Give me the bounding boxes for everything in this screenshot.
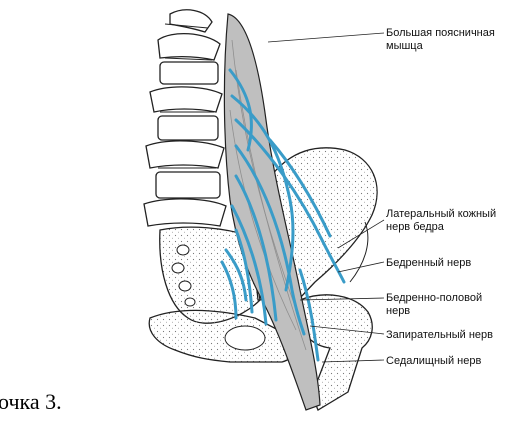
label-psoas-line1: Большая поясничная bbox=[386, 27, 495, 39]
label-femoral: Бедренный нерв bbox=[386, 257, 471, 269]
label-obturator: Запирательный нерв bbox=[386, 329, 493, 341]
label-genito-line2: нерв bbox=[386, 305, 410, 317]
figure-caption: рточка 3. bbox=[0, 389, 62, 415]
label-lateral-line1: Латеральный кожный bbox=[386, 208, 496, 220]
vertebral-column bbox=[144, 10, 226, 226]
label-psoas-line2: мышца bbox=[386, 40, 424, 52]
label-genito-line1: Бедренно-половой bbox=[386, 292, 482, 304]
label-sciatic: Седалищный нерв bbox=[386, 355, 481, 367]
label-lateral-line2: нерв бедра bbox=[386, 221, 445, 233]
